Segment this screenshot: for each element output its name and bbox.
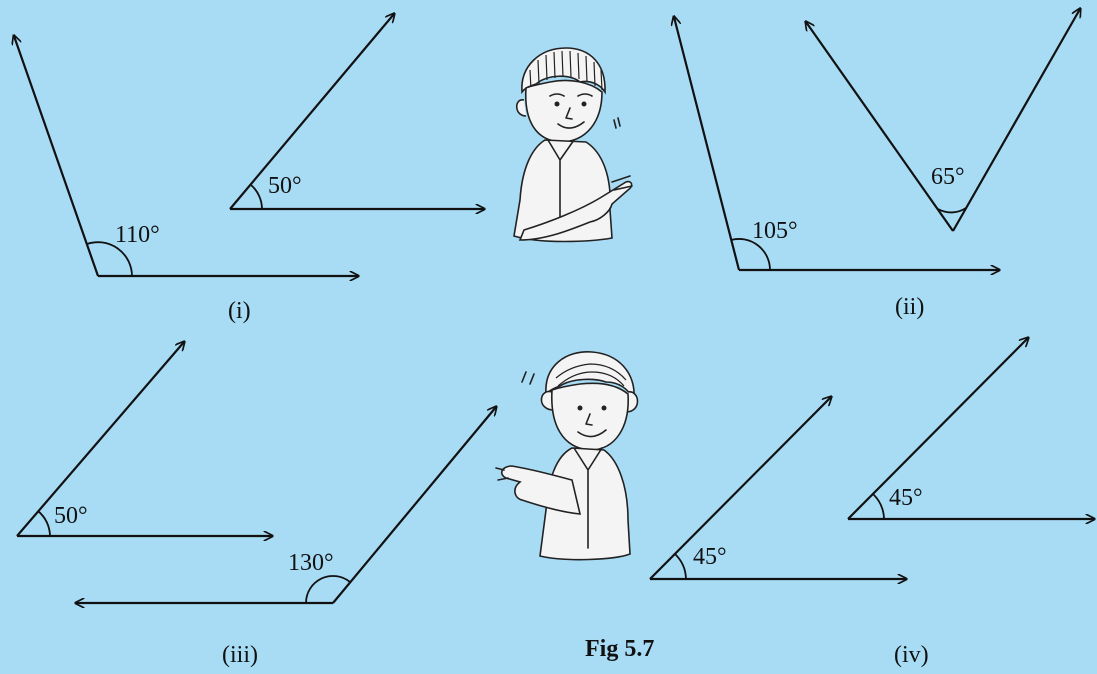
angle-45-left-arc xyxy=(674,553,687,580)
pair-i-label: (i) xyxy=(228,298,251,324)
boy-nose xyxy=(565,107,573,120)
girl-motion-marks xyxy=(521,371,535,385)
angle-130-arc xyxy=(305,575,351,604)
angle-45-right-label: 45° xyxy=(889,485,923,511)
angle-65-arc xyxy=(937,207,967,214)
angle-105-arc xyxy=(730,238,771,271)
boy-eye-right-icon xyxy=(581,101,587,107)
boy-motion-marks xyxy=(613,117,621,129)
pair-i: 110° 50° (i) xyxy=(14,14,484,324)
angle-130-label: 130° xyxy=(288,550,334,576)
angle-45-left: 45° xyxy=(649,397,906,580)
girl-eye-left-icon xyxy=(577,405,583,411)
angle-45-left-ray-slanted xyxy=(649,397,831,580)
pair-iv: 45° 45° (iv) xyxy=(649,338,1094,668)
angle-105-ray-slanted xyxy=(674,17,741,271)
angle-110-ray-slanted xyxy=(14,36,100,277)
girl-hair-icon xyxy=(545,351,635,403)
girl-ear-left-icon xyxy=(540,390,553,411)
angle-50-top-arc xyxy=(250,184,263,210)
angle-105: 105° xyxy=(674,17,999,270)
pair-iii-label: (iii) xyxy=(222,642,258,668)
boy-arm-icon xyxy=(518,180,633,241)
boy-cartoon xyxy=(513,47,633,243)
girl-arm-icon xyxy=(500,465,582,515)
angle-130: 130° xyxy=(76,407,496,603)
girl-smile xyxy=(577,429,607,438)
angle-50-top-ray-slanted xyxy=(229,14,394,210)
boy-fingers xyxy=(611,175,633,191)
angle-45-left-label: 45° xyxy=(693,544,727,570)
pair-ii-label: (ii) xyxy=(895,294,924,320)
angle-50-bottom-label: 50° xyxy=(54,503,88,529)
pair-iii: 50° 130° (iii) xyxy=(16,342,496,668)
angle-110-label: 110° xyxy=(115,222,160,248)
girl-cartoon xyxy=(495,351,639,561)
angle-130-ray-slanted xyxy=(332,407,496,604)
angle-50-bottom: 50° xyxy=(16,342,272,537)
pair-ii: 105° 65° (ii) xyxy=(674,9,1080,320)
girl-eye-right-icon xyxy=(601,405,607,411)
angle-105-label: 105° xyxy=(752,218,798,244)
girl-collar xyxy=(573,447,603,549)
angle-65: 65° xyxy=(806,9,1080,232)
angle-50-bottom-arc xyxy=(37,510,51,537)
boy-hair-strands xyxy=(529,50,603,91)
angle-45-right: 45° xyxy=(847,338,1094,520)
figure-caption: Fig 5.7 xyxy=(585,636,654,662)
girl-hair-strands xyxy=(555,363,627,387)
boy-smile xyxy=(557,121,585,129)
girl-fingers xyxy=(495,467,509,481)
boy-eye-left-icon xyxy=(554,101,560,107)
angle-45-right-ray-slanted xyxy=(847,338,1028,520)
angle-45-right-arc xyxy=(872,493,885,520)
boy-face-icon xyxy=(524,79,603,143)
angle-50-top: 50° xyxy=(229,14,484,210)
angle-50-top-label: 50° xyxy=(268,173,302,199)
angle-50-bottom-ray-slanted xyxy=(16,342,184,537)
angle-65-label: 65° xyxy=(931,164,965,190)
angle-65-ray-right xyxy=(952,9,1080,232)
pair-iv-label: (iv) xyxy=(894,642,929,668)
angle-110: 110° xyxy=(14,36,358,276)
girl-face-icon xyxy=(551,382,629,451)
girl-nose xyxy=(585,413,593,426)
boy-ear-icon xyxy=(515,99,527,117)
angle-65-ray-left xyxy=(806,22,954,232)
boy-eyebrows xyxy=(549,93,593,97)
angle-110-arc xyxy=(86,241,133,277)
boy-hair-icon xyxy=(521,47,606,95)
